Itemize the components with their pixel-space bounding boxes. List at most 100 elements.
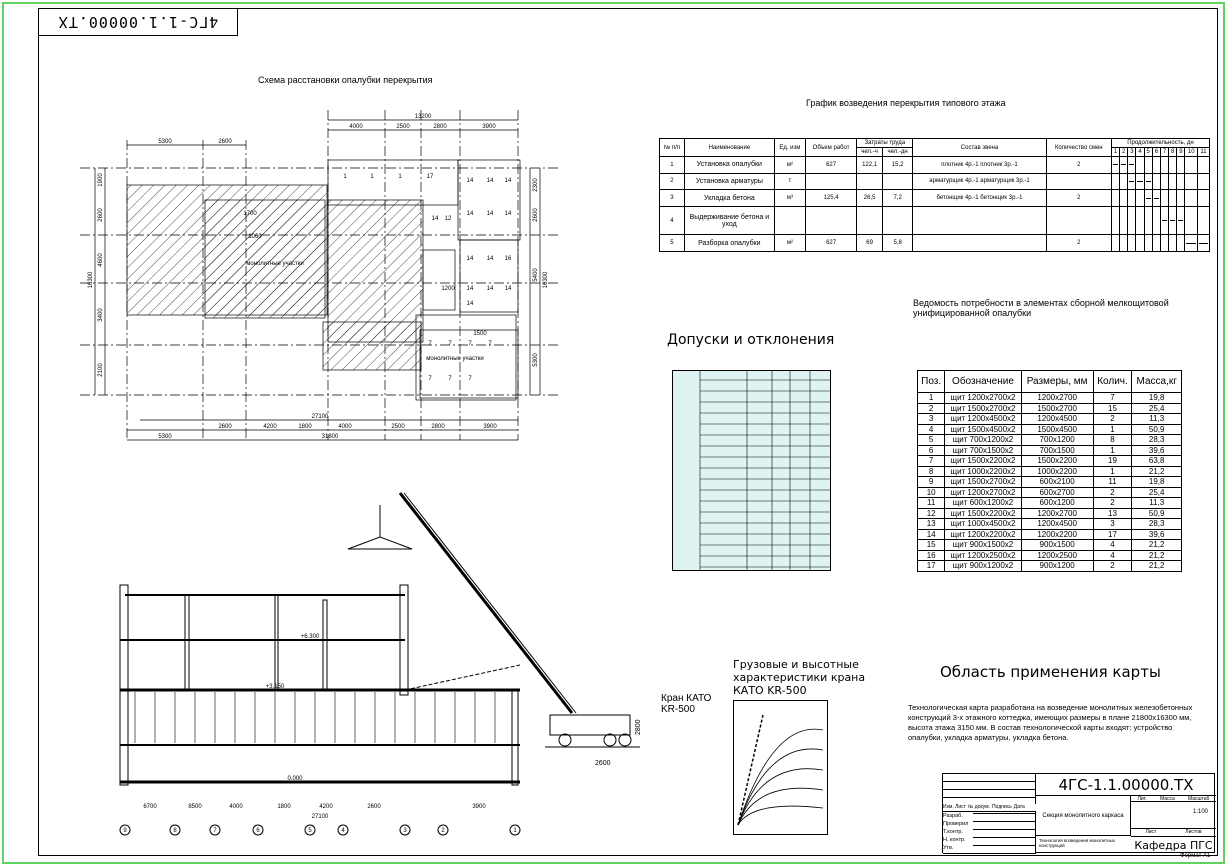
stmt-cell: 4 [916,423,946,435]
gantt-cell [1196,234,1211,252]
stmt-cell: 1000х2200 [1020,465,1094,477]
section-dim: 4200 [319,804,333,810]
gantt-bar [1112,164,1119,166]
gantt-cell [1184,205,1198,236]
cell-crew [912,234,1047,252]
panel-mark: 14 [467,256,474,262]
cell-name: Выдерживание бетона и уход [683,205,775,236]
plan-dim-left: 2600 [98,208,104,222]
plan-dim-top: 2500 [396,124,410,130]
stmt-cell: 11 [916,497,946,509]
axis-marker [169,824,181,836]
signatory-role: Т.контр. [943,829,963,835]
sheet-caption: Технология возведения монолитных констру… [1039,838,1116,848]
stmt-cell: 21,2 [1131,560,1182,572]
stmt-cell: щит 1200х4500х2 [944,413,1022,425]
top-stamp: 4ГС-1.1.00000.ТХ [38,8,238,36]
signatory-role: Проверил [943,821,969,827]
plan-dim-left: 2100 [98,363,104,377]
stmt-cell: 8 [1092,434,1133,446]
panel-mark: 14 [467,211,474,217]
stmt-cell: 11 [1092,476,1133,488]
panel-mark: 1 [370,174,374,180]
axis-label: 7 [213,828,217,834]
sheet-header: Лист [1145,829,1157,835]
gantt-cell [1196,205,1211,236]
crane-load-chart [733,700,828,835]
gantt-cell [1159,234,1170,252]
gantt-cell [1151,189,1161,207]
cell-n: 4 [659,205,685,236]
scope-text: Технологическая карта разработана на воз… [908,703,1193,742]
gantt-cell [1135,189,1145,207]
panel-mark: 7 [428,341,432,347]
stmt-header: Масса,кг [1131,370,1182,393]
cell-w [1045,205,1112,236]
gantt-cell [1151,172,1161,191]
organization: Кафедра ПГС [1131,836,1216,854]
stmt-cell: 2 [1092,486,1133,498]
stmt-cell: 1200х2200 [1020,528,1094,540]
cell-name: Разборка опалубки [683,234,775,252]
gantt-cell [1168,172,1178,191]
stmt-cell: щит 1500х4500х2 [944,423,1022,435]
stmt-cell: щит 600х1200х2 [944,497,1022,509]
day-col: 3 [1127,147,1137,157]
cell-b: 7,2 [881,189,914,207]
day-col: 9 [1176,147,1186,157]
axis-marker [304,824,316,836]
axis-marker [437,824,449,836]
stmt-cell: 1 [1092,444,1133,456]
panel-mark: 14 [467,301,474,307]
stmt-cell: щит 1500х2200х2 [944,455,1022,467]
stmt-cell: 13 [916,518,946,530]
stmt-cell: 21,2 [1131,539,1182,551]
stmt-cell: 3 [916,413,946,425]
gantt-cell [1151,234,1161,252]
gantt-cell [1135,205,1145,236]
stmt-cell: 50,9 [1131,507,1182,519]
cell-name: Укладка бетона [683,189,775,207]
gantt-cell [1143,205,1153,236]
stmt-cell: 900х1500 [1020,539,1094,551]
stmt-cell: 700х1500 [1020,444,1094,456]
gantt-cell [1110,172,1121,191]
gantt-cell [1151,156,1161,174]
stmt-cell: 4 [1092,539,1133,551]
gantt-cell [1143,189,1153,207]
gantt-cell [1127,234,1137,252]
col-labor-b: чел.-дн [881,147,914,157]
stmt-cell: 1 [916,392,946,404]
section-dim: 2600 [367,804,381,810]
axis-marker [252,824,264,836]
stmt-header: Обозначение [944,370,1022,393]
gantt-bar [1129,164,1135,166]
plan-dim-total: 13200 [415,114,432,120]
gantt-bar [1129,180,1135,182]
cell-b [881,205,914,236]
role-header: № докум. [967,804,990,810]
panel-mark: 14 [467,178,474,184]
stmt-cell: щит 1500х2700х2 [944,476,1022,488]
cell-vol [804,205,858,236]
day-col: 8 [1168,147,1178,157]
panel-mark: 7 [468,341,472,347]
day-col: 6 [1151,147,1161,157]
cell-crew: плотник 4р.-1 плотник 3р.-1 [912,156,1047,174]
gantt-cell [1143,156,1153,174]
plan-small-dim: 1060 [248,234,262,240]
axis-marker [509,824,521,836]
gantt-cell [1110,234,1121,252]
stmt-cell: 19 [1092,455,1133,467]
